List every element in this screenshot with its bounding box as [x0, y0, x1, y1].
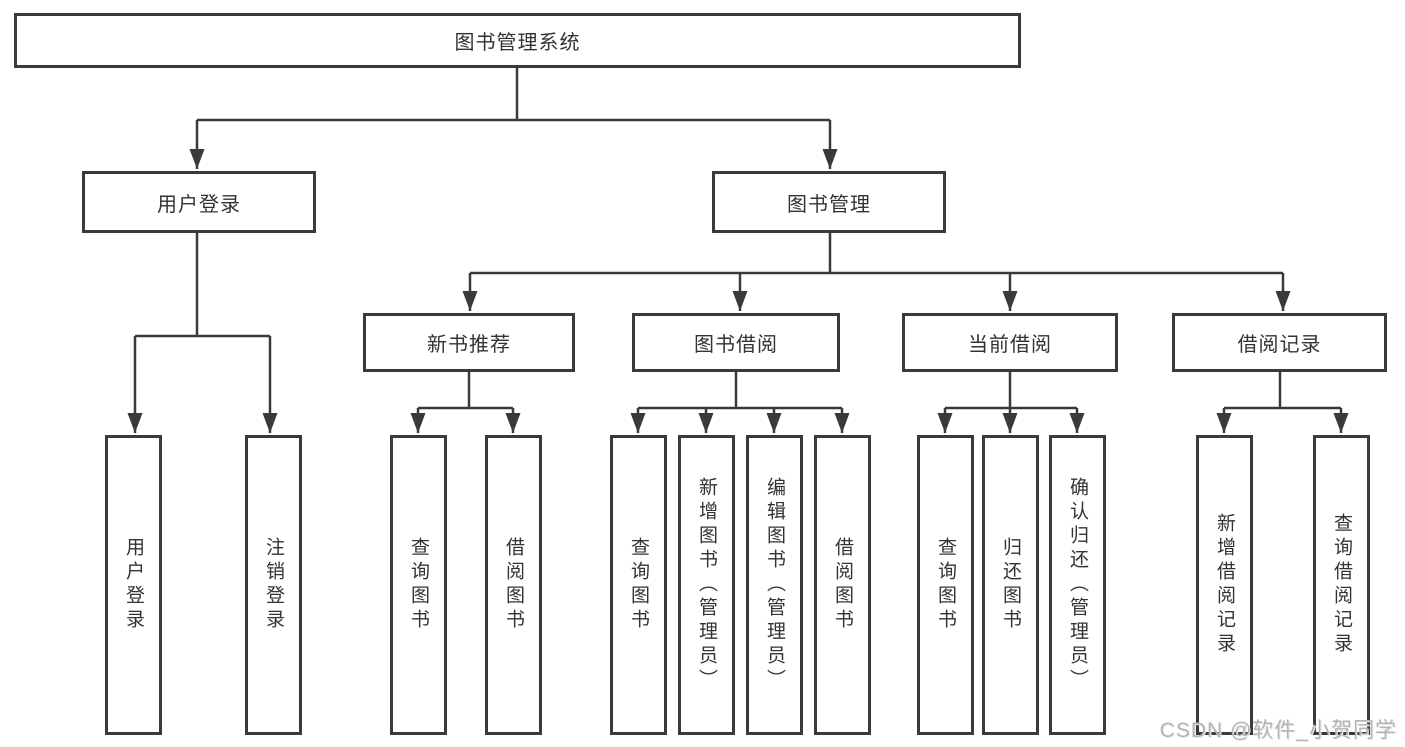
leaf-query-borrow-record: 查询借阅记录	[1313, 435, 1370, 735]
leaf-borrow-books-recommend: 借阅图书	[485, 435, 542, 735]
leaf-label: 查询图书	[408, 537, 429, 633]
leaf-edit-book-admin: 编辑图书（管理员）	[746, 435, 803, 735]
node-root: 图书管理系统	[14, 13, 1021, 68]
leaf-add-borrow-record: 新增借阅记录	[1196, 435, 1253, 735]
leaf-borrow-books-borrowing: 借阅图书	[814, 435, 871, 735]
node-borrowing-records: 借阅记录	[1172, 313, 1387, 372]
node-book-management: 图书管理	[712, 171, 946, 233]
leaf-label: 新增借阅记录	[1214, 513, 1235, 657]
node-current-borrowing: 当前借阅	[902, 313, 1118, 372]
csdn-watermark: CSDN @软件_小贺同学	[1159, 719, 1397, 742]
leaf-user-login: 用户登录	[105, 435, 162, 735]
leaf-label: 确认归还（管理员）	[1067, 477, 1088, 693]
leaf-query-books-current: 查询图书	[917, 435, 974, 735]
leaf-add-book-admin: 新增图书（管理员）	[678, 435, 735, 735]
leaf-label: 编辑图书（管理员）	[764, 477, 785, 693]
node-new-book-recommend: 新书推荐	[363, 313, 575, 372]
leaf-label: 注销登录	[263, 537, 284, 633]
leaf-query-books-borrowing: 查询图书	[610, 435, 667, 735]
leaf-return-books: 归还图书	[982, 435, 1039, 735]
node-book-borrowing: 图书借阅	[632, 313, 840, 372]
leaf-query-books-recommend: 查询图书	[390, 435, 447, 735]
leaf-label: 用户登录	[123, 537, 144, 633]
leaf-label: 查询图书	[935, 537, 956, 633]
node-user-login: 用户登录	[82, 171, 316, 233]
leaf-confirm-return-admin: 确认归还（管理员）	[1049, 435, 1106, 735]
leaf-label: 查询图书	[628, 537, 649, 633]
leaf-label: 借阅图书	[832, 537, 853, 633]
leaf-label: 查询借阅记录	[1331, 513, 1352, 657]
leaf-label: 新增图书（管理员）	[696, 477, 717, 693]
leaf-label: 归还图书	[1000, 537, 1021, 633]
leaf-label: 借阅图书	[503, 537, 524, 633]
leaf-logout: 注销登录	[245, 435, 302, 735]
